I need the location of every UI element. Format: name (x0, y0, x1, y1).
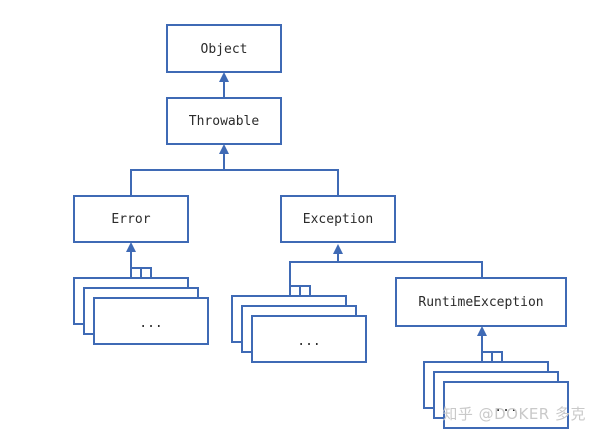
exception-children-stack: ... (231, 295, 367, 363)
object-node: Object (166, 24, 282, 73)
error-children-stack: ... (73, 277, 209, 345)
connectors (126, 72, 503, 382)
edge-error-throwable (130, 169, 224, 196)
throwable-label: Throwable (189, 114, 260, 129)
edge-exception-bus (289, 261, 483, 296)
arrowhead-error (126, 242, 136, 252)
object-label: Object (201, 42, 248, 57)
runtime-children-stack: ... (423, 361, 569, 429)
arrowhead-exception (333, 244, 343, 254)
arrowhead-object (219, 72, 229, 82)
exception-children-ellipsis: ... (297, 334, 320, 349)
watermark-text: 知乎 @DOKER 多克 (442, 405, 586, 423)
runtime-exception-label: RuntimeException (418, 295, 543, 310)
error-node: Error (73, 195, 189, 243)
error-label: Error (111, 212, 150, 227)
error-children-ellipsis: ... (139, 316, 162, 331)
edge-exception-throwable (224, 169, 339, 196)
arrowhead-runtime (477, 326, 487, 336)
exception-label: Exception (303, 212, 373, 227)
throwable-node: Throwable (166, 97, 282, 145)
arrowhead-throwable (219, 144, 229, 154)
runtime-children-ellipsis: ... (494, 400, 517, 415)
runtime-exception-node: RuntimeException (395, 277, 567, 327)
exception-node: Exception (280, 195, 396, 243)
